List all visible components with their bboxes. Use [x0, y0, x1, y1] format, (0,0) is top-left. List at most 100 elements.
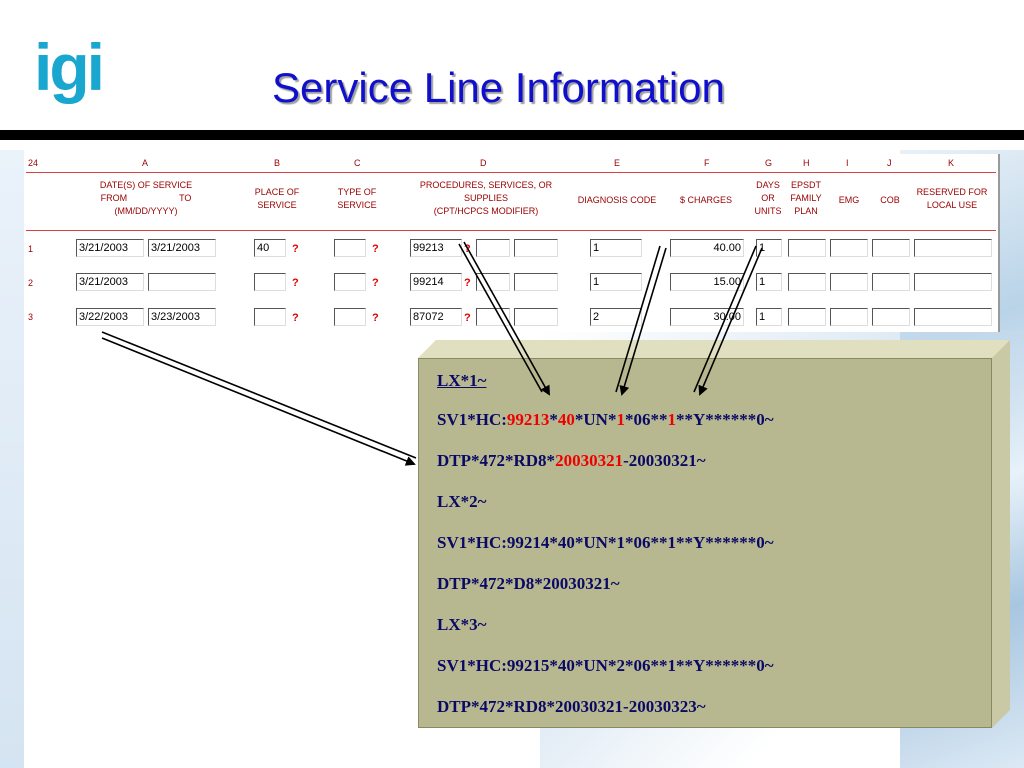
- col-letter-j: J: [887, 158, 892, 168]
- header-from: FROM: [100, 193, 128, 203]
- date-from-field-3[interactable]: 3/22/2003: [76, 308, 144, 326]
- edi-line-sv1-1: SV1*HC:99213*40*UN*1*06**1**Y******0~: [437, 410, 774, 430]
- arrow-date-to-dtp: [101, 331, 417, 459]
- header-pos-2: SERVICE: [257, 200, 297, 210]
- arrow-units-to-sv1: [693, 245, 757, 393]
- help-icon-place-3[interactable]: ?: [292, 312, 299, 324]
- header-dates-from-to: FROM TO: [78, 192, 214, 205]
- procedure-field-3[interactable]: 87072: [410, 308, 462, 326]
- edi-sep-06: *06**: [624, 410, 668, 429]
- help-icon-type-1[interactable]: ?: [372, 243, 379, 255]
- header-epsdt-3: PLAN: [794, 206, 818, 216]
- date-to-field-3[interactable]: 3/23/2003: [148, 308, 216, 326]
- units-field-2[interactable]: 1: [756, 273, 782, 291]
- col-letter-i: I: [846, 158, 849, 168]
- service-line-form: 24 A B C D E F G H I J K DATE(S) OF SERV…: [26, 154, 1000, 332]
- header-proc-2: SUPPLIES: [463, 193, 509, 203]
- row-label-24: 24: [28, 158, 39, 168]
- edi-highlight-charge: 40: [557, 410, 575, 429]
- type-of-service-field-2[interactable]: [334, 273, 366, 291]
- title-divider: [0, 130, 1024, 140]
- units-field-3[interactable]: 1: [756, 308, 782, 326]
- help-icon-procedure-3[interactable]: ?: [464, 312, 471, 324]
- edi-highlight-units: 1: [667, 410, 676, 429]
- date-from-field-2[interactable]: 3/21/2003: [76, 273, 144, 291]
- header-days-3: UNITS: [754, 206, 782, 216]
- col-letter-d: D: [480, 158, 487, 168]
- header-rule-bottom: [26, 230, 996, 231]
- type-of-service-field-1[interactable]: [334, 239, 366, 257]
- diagnosis-field-3[interactable]: 2: [590, 308, 642, 326]
- charges-field-2[interactable]: 15.00: [670, 273, 744, 291]
- diagnosis-field-1[interactable]: 1: [590, 239, 642, 257]
- edi-highlight-diagnosis: 1: [616, 410, 625, 429]
- modifier-field-3a[interactable]: [476, 308, 510, 326]
- header-dates: DATE(S) OF SERVICE FROM TO (MM/DD/YYYY): [78, 179, 214, 218]
- cob-field-1[interactable]: [872, 239, 910, 257]
- place-of-service-field-2[interactable]: [254, 273, 286, 291]
- row-number-3: 3: [28, 312, 34, 322]
- header-tos-2: SERVICE: [337, 200, 377, 210]
- arrow-date-to-dtp-shadow: [101, 337, 416, 466]
- epsdt-field-3[interactable]: [788, 308, 826, 326]
- modifier-field-1a[interactable]: [476, 239, 510, 257]
- reserved-field-3[interactable]: [914, 308, 992, 326]
- header-proc-3: (CPT/HCPCS MODIFIER): [433, 206, 539, 216]
- header-dates-title: DATE(S) OF SERVICE: [99, 180, 193, 190]
- charges-field-1[interactable]: 40.00: [670, 239, 744, 257]
- col-letter-g: G: [765, 158, 773, 168]
- cob-field-3[interactable]: [872, 308, 910, 326]
- col-letter-b: B: [274, 158, 281, 168]
- units-field-1[interactable]: 1: [756, 239, 782, 257]
- help-icon-type-3[interactable]: ?: [372, 312, 379, 324]
- header-type-of-service: TYPE OF SERVICE: [322, 186, 392, 212]
- emg-field-2[interactable]: [830, 273, 868, 291]
- help-icon-place-1[interactable]: ?: [292, 243, 299, 255]
- row-number-2: 2: [28, 278, 34, 288]
- diagnosis-field-2[interactable]: 1: [590, 273, 642, 291]
- header-epsdt-2: FAMILY: [790, 193, 822, 203]
- procedure-field-2[interactable]: 99214: [410, 273, 462, 291]
- header-proc-1: PROCEDURES, SERVICES, OR: [419, 180, 553, 190]
- modifier-field-3b[interactable]: [514, 308, 558, 326]
- header-pos-1: PLACE OF: [254, 187, 300, 197]
- modifier-field-1b[interactable]: [514, 239, 558, 257]
- emg-field-1[interactable]: [830, 239, 868, 257]
- place-of-service-field-3[interactable]: [254, 308, 286, 326]
- edi-line-dtp-2: DTP*472*D8*20030321~: [437, 574, 620, 593]
- arrow-units-to-sv1-shadow: [698, 247, 763, 396]
- reserved-field-2[interactable]: [914, 273, 992, 291]
- box-top-face: [418, 340, 1010, 358]
- header-diagnosis: DIAGNOSIS CODE: [577, 195, 657, 205]
- edi-dtp-suffix: -20030321~: [623, 451, 706, 470]
- edi-line-lx1: LX*1~: [437, 371, 487, 390]
- arrow-procedure-to-sv1: [458, 243, 543, 393]
- place-of-service-field-1[interactable]: 40: [254, 239, 286, 257]
- header-to: TO: [179, 193, 192, 203]
- emg-field-3[interactable]: [830, 308, 868, 326]
- epsdt-field-2[interactable]: [788, 273, 826, 291]
- type-of-service-field-3[interactable]: [334, 308, 366, 326]
- date-from-field-1[interactable]: 3/21/2003: [76, 239, 144, 257]
- col-letter-a: A: [142, 158, 149, 168]
- header-dates-format: (MM/DD/YYYY): [114, 206, 178, 216]
- reserved-field-1[interactable]: [914, 239, 992, 257]
- date-to-field-2[interactable]: [148, 273, 216, 291]
- cob-field-2[interactable]: [872, 273, 910, 291]
- header-reserved: RESERVED FOR LOCAL USE: [910, 186, 994, 212]
- edi-line-lx3: LX*3~: [437, 615, 487, 634]
- col-letter-e: E: [614, 158, 621, 168]
- header-reserved-1: RESERVED FOR: [916, 187, 988, 197]
- help-icon-type-2[interactable]: ?: [372, 277, 379, 289]
- header-charges: $ CHARGES: [679, 195, 732, 205]
- help-icon-procedure-2[interactable]: ?: [464, 277, 471, 289]
- epsdt-field-1[interactable]: [788, 239, 826, 257]
- date-to-field-1[interactable]: 3/21/2003: [148, 239, 216, 257]
- help-icon-place-2[interactable]: ?: [292, 277, 299, 289]
- arrow-charge-to-sv1: [615, 245, 661, 393]
- modifier-field-2b[interactable]: [514, 273, 558, 291]
- procedure-field-1[interactable]: 99213: [410, 239, 462, 257]
- page-title: Service Line Information: [272, 64, 725, 111]
- col-letter-f: F: [704, 158, 710, 168]
